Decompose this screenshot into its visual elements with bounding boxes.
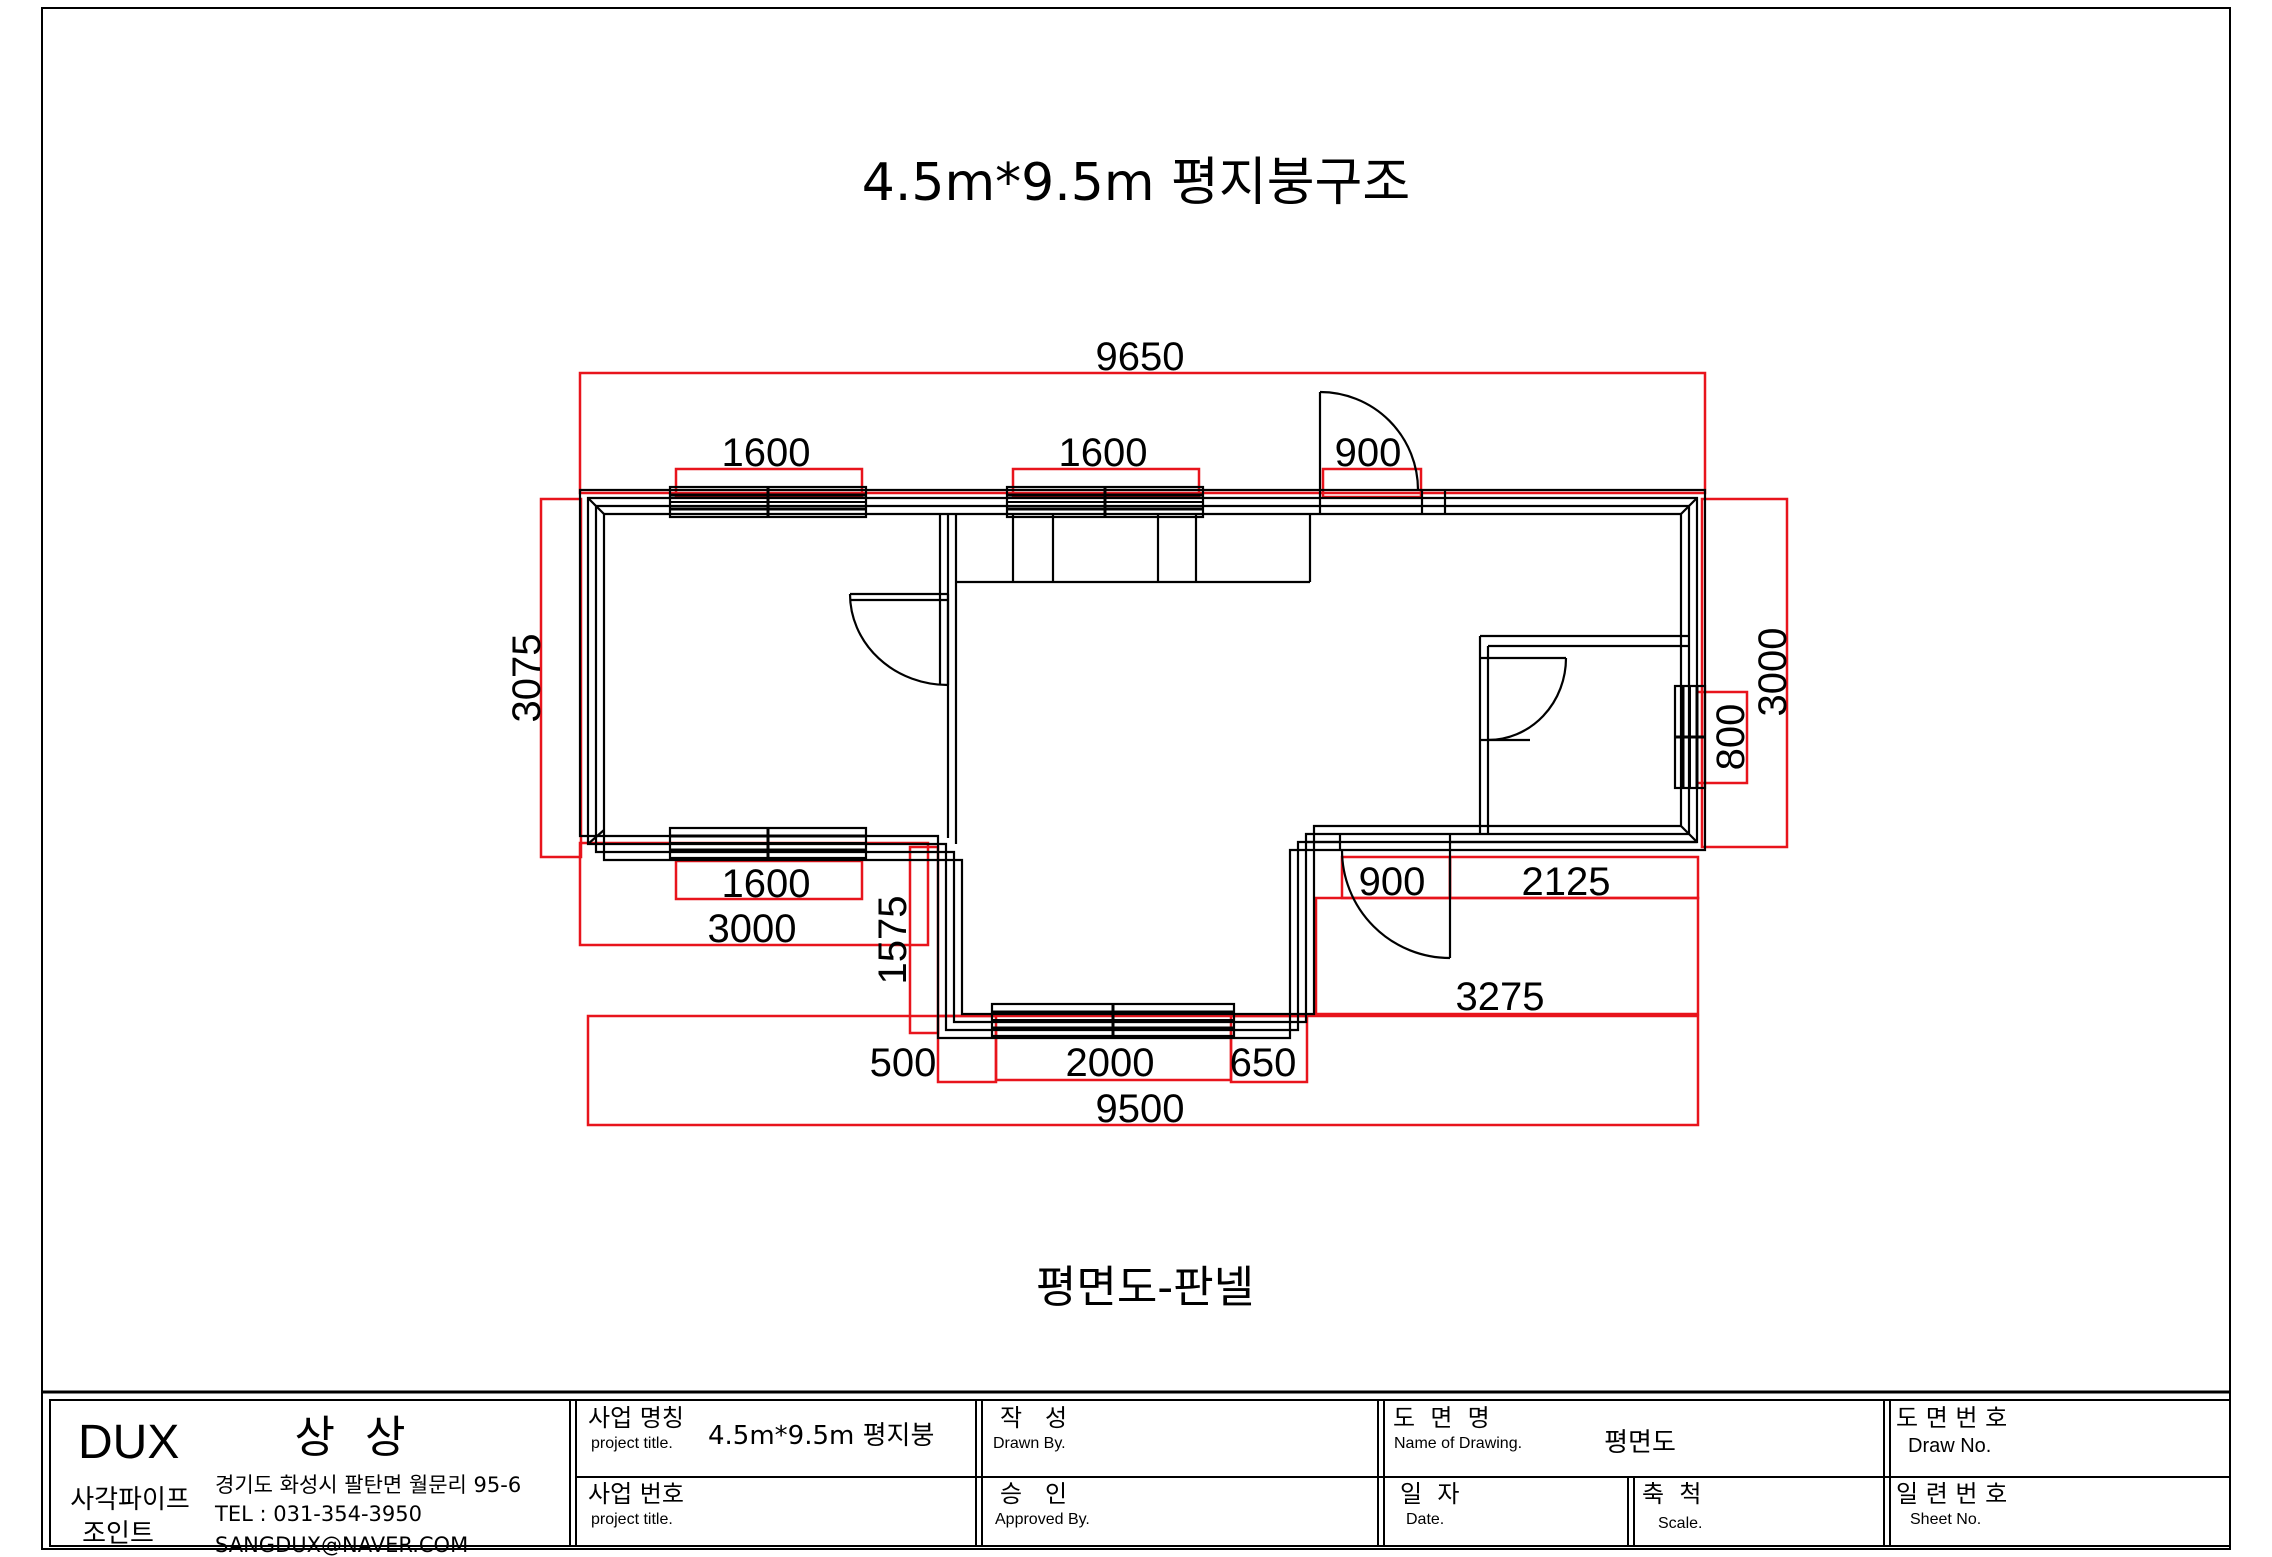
project-no-sub: project title. bbox=[591, 1511, 673, 1528]
wall-outer-line bbox=[578, 488, 1707, 1040]
title-block bbox=[42, 1390, 2231, 1547]
door-bath-arc bbox=[1487, 657, 1568, 742]
draw-no-label: 도 면 번 호 bbox=[1896, 1404, 2007, 1432]
window-right bbox=[1673, 684, 1707, 790]
sheet-no-label: 일 련 번 호 bbox=[1896, 1480, 2007, 1508]
sheet-no-sub: Sheet No. bbox=[1910, 1511, 1981, 1528]
corner-post-br-1 bbox=[1680, 825, 1698, 843]
window-top-1 bbox=[668, 485, 868, 519]
dim-box-bottom-right-width bbox=[1314, 896, 1700, 1016]
windows bbox=[668, 485, 1707, 1038]
scale-label: 축 척 bbox=[1642, 1480, 1701, 1508]
dim-left-height: 3075 bbox=[505, 634, 549, 723]
dim-window-bottom-left: 1600 bbox=[722, 862, 811, 906]
window-top-2 bbox=[1005, 485, 1205, 519]
scale-sub: Scale. bbox=[1658, 1515, 1702, 1532]
dim-right-window: 800 bbox=[1709, 704, 1753, 771]
dim-bottom-window: 2000 bbox=[1066, 1041, 1155, 1085]
corner-post-tr-1 bbox=[1680, 497, 1698, 515]
dim-bottom-offset-left: 500 bbox=[870, 1041, 937, 1085]
corner-post-bl-1 bbox=[587, 829, 605, 845]
dim-window-top-2: 1600 bbox=[1059, 431, 1148, 475]
dim-bottom-right-width: 3275 bbox=[1456, 975, 1545, 1019]
door-swings bbox=[848, 390, 1568, 960]
drawing-title: 4.5m*9.5m 평지붕구조 bbox=[862, 153, 1410, 213]
drawing-name-sub: Name of Drawing. bbox=[1394, 1435, 1522, 1452]
drawing-name-value: 평면도 bbox=[1604, 1428, 1676, 1458]
wall-outline bbox=[578, 488, 1707, 1040]
dim-bottom-left-width: 3000 bbox=[708, 907, 797, 951]
dim-box-overall-bottom bbox=[586, 1014, 1700, 1127]
dim-bottom-offset-right: 650 bbox=[1230, 1041, 1297, 1085]
date-sub: Date. bbox=[1406, 1511, 1444, 1528]
drawing-name-label: 도 면 명 bbox=[1393, 1404, 1490, 1432]
window-bottom-left bbox=[668, 826, 868, 860]
project-name-label: 사업 명칭 bbox=[588, 1404, 684, 1432]
company-type-line2: 조인트 bbox=[82, 1519, 154, 1549]
company-tel: TEL : 031-354-3950 bbox=[214, 1502, 422, 1526]
dim-bottom-door: 900 bbox=[1359, 860, 1426, 904]
corner-post-tl-1 bbox=[587, 497, 605, 515]
door-bottom-arc bbox=[1340, 849, 1451, 960]
dim-right-height: 3000 bbox=[1751, 628, 1795, 717]
wall-inner-line-2 bbox=[602, 512, 1683, 1016]
project-name-value: 4.5m*9.5m 평지붕 bbox=[708, 1421, 934, 1451]
dim-bottom-right-segment: 2125 bbox=[1522, 860, 1611, 904]
approved-sub: Approved By. bbox=[995, 1511, 1090, 1528]
door-top-arc bbox=[1319, 390, 1420, 491]
dimension-labels: 9650 1600 1600 900 3075 3000 800 1600 30… bbox=[505, 335, 1795, 1131]
drawing-subtitle: 평면도-판넬 bbox=[1036, 1262, 1254, 1313]
date-label: 일 자 bbox=[1400, 1480, 1459, 1508]
approved-label: 승 인 bbox=[1000, 1480, 1067, 1508]
dim-box-overall-top bbox=[578, 371, 1707, 495]
company-address: 경기도 화성시 팔탄면 월문리 95-6 bbox=[215, 1473, 521, 1497]
dim-overall-top: 9650 bbox=[1096, 335, 1185, 379]
project-name-sub: project title. bbox=[591, 1435, 673, 1452]
company-name: 상 상 bbox=[295, 1412, 414, 1463]
drawn-sub: Drawn By. bbox=[993, 1435, 1066, 1452]
dim-window-top-1: 1600 bbox=[722, 431, 811, 475]
wall-inner-line-1 bbox=[594, 504, 1691, 1024]
dim-box-right-height bbox=[1700, 497, 1789, 849]
title-block-text: DUX 상 상 사각파이프 조인트 경기도 화성시 팔탄면 월문리 95-6 T… bbox=[70, 1404, 2007, 1557]
company-logo: DUX bbox=[78, 1416, 179, 1469]
project-no-label: 사업 번호 bbox=[588, 1480, 684, 1508]
dim-overall-bottom: 9500 bbox=[1096, 1087, 1185, 1131]
sheet-border bbox=[41, 7, 2231, 1550]
dim-step-depth: 1575 bbox=[871, 896, 915, 985]
door-left-arc bbox=[848, 593, 949, 687]
dim-door-top: 900 bbox=[1335, 431, 1402, 475]
window-bottom bbox=[990, 1002, 1236, 1038]
company-email: SANGDUX@NAVER.COM bbox=[215, 1533, 468, 1557]
drawn-label: 작 성 bbox=[1000, 1404, 1067, 1432]
draw-no-sub: Draw No. bbox=[1908, 1435, 1991, 1457]
company-type-line1: 사각파이프 bbox=[70, 1485, 190, 1515]
